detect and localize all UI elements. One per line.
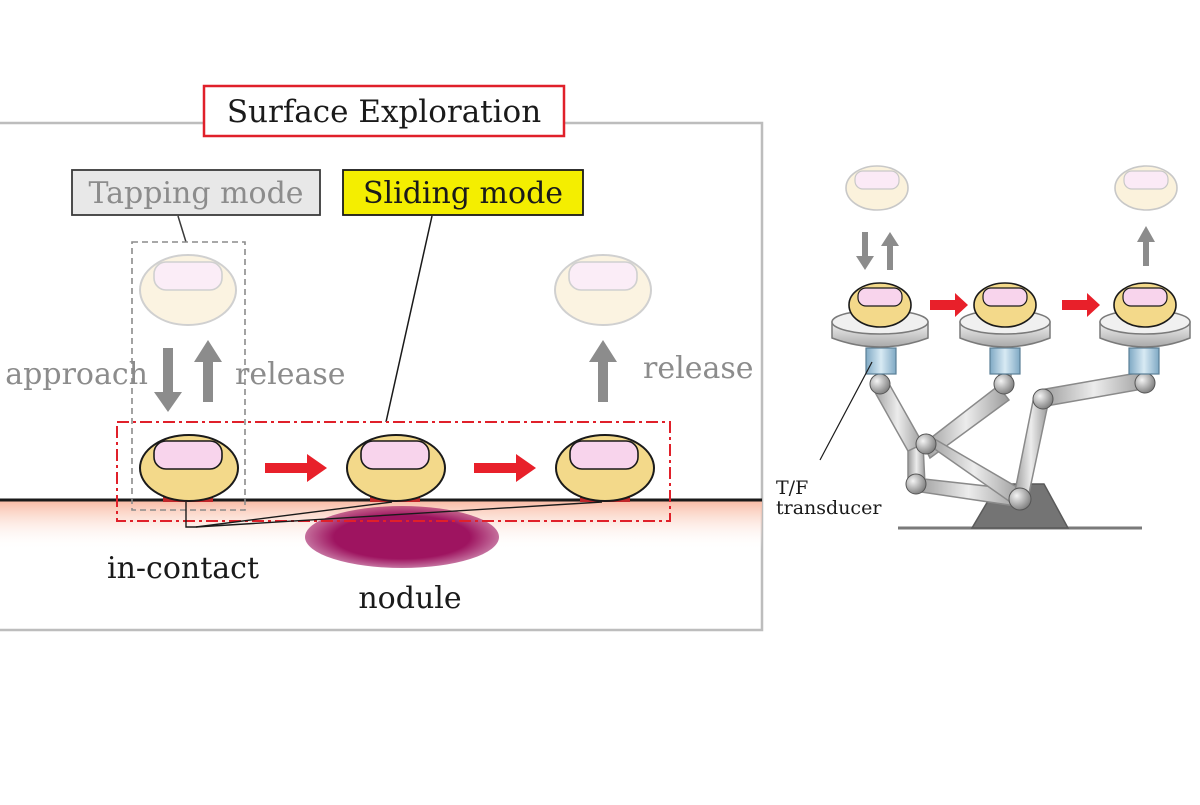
fingertip-contact-2 xyxy=(346,434,446,502)
end-effector-2 xyxy=(959,282,1051,375)
sliding-leader-line xyxy=(385,215,433,423)
robot-fingertip-faded-left xyxy=(845,165,909,211)
title-text: Surface Exploration xyxy=(227,94,541,130)
fingertip-faded-left xyxy=(139,254,237,326)
release-label-left: release xyxy=(235,357,345,392)
tapping-mode-box xyxy=(71,169,321,216)
sliding-mode-label: Sliding mode xyxy=(363,176,563,211)
robot-linkage xyxy=(870,363,1149,508)
release-arrow-icon xyxy=(194,340,222,402)
transducer-label-line2: transducer xyxy=(776,497,882,519)
fingertip-contact-3 xyxy=(555,434,655,502)
end-effector-3 xyxy=(1099,282,1191,375)
robot-release-arrow-right-icon xyxy=(1137,226,1155,266)
end-effector-1 xyxy=(831,282,929,375)
release-label-right: release xyxy=(643,351,753,386)
in-contact-label: in-contact xyxy=(107,551,259,586)
robot-release-arrow-icon xyxy=(881,232,899,270)
fingertip-faded-right xyxy=(554,254,652,326)
tapping-mode-label: Tapping mode xyxy=(88,176,303,211)
sliding-region-box xyxy=(116,421,671,522)
sliding-mode-box xyxy=(342,169,584,216)
tapping-leader-line xyxy=(177,215,187,243)
transducer-leader-line xyxy=(819,361,873,461)
approach-label: approach xyxy=(5,357,148,392)
red-arrow-icon xyxy=(474,454,536,482)
nodule-label: nodule xyxy=(358,581,461,616)
fingertip-contact-1 xyxy=(139,434,239,502)
nodule-shape xyxy=(305,506,499,568)
red-arrow-icon xyxy=(265,454,327,482)
in-contact-leader-lines xyxy=(185,501,603,528)
approach-arrow-icon xyxy=(154,348,182,412)
release-arrow-right-icon xyxy=(589,340,617,402)
robot-approach-arrow-icon xyxy=(856,232,874,270)
robot-red-arrow-icon xyxy=(1062,293,1100,317)
transducer-label-line1: T/F xyxy=(776,477,808,499)
title-box xyxy=(202,84,566,138)
robot-red-arrow-icon xyxy=(930,293,968,317)
robot-fingertip-faded-right xyxy=(1114,165,1178,211)
